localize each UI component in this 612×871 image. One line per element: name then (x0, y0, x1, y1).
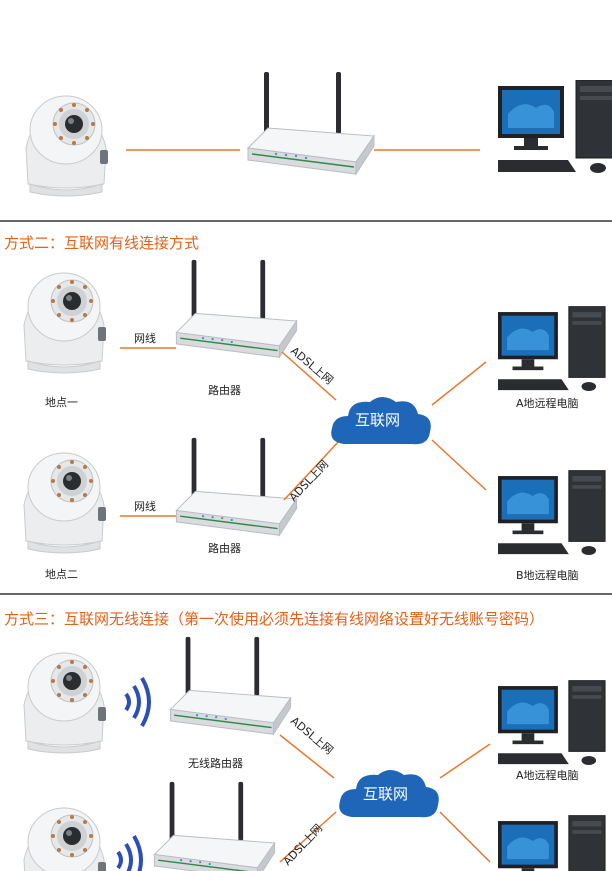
remote-b-label: B地远程电脑 (516, 569, 579, 582)
section-three: 无线路由器 ADSL上网 ADSL上网 互联网 A地远程电脑 (23, 636, 606, 871)
cable-label: 网线 (134, 499, 156, 513)
router-icon (153, 781, 276, 871)
adsl-label: ADSL上网 (281, 822, 325, 868)
camera-icon (25, 95, 109, 197)
wireless-signal-icon (116, 834, 143, 871)
adsl-line (279, 734, 335, 779)
remote-a-label: A地远程电脑 (516, 397, 579, 410)
cable-label: 网线 (134, 331, 156, 345)
site-two-label: 地点二 (45, 568, 78, 581)
section-title: 方式二：互联网有线连接方式 (4, 234, 199, 252)
adsl-label: ADSL上网 (287, 458, 331, 504)
router-icon (247, 71, 375, 175)
adsl-line (281, 351, 337, 401)
site-one-label: 地点一 (45, 396, 78, 409)
remote-a-label: A地远程电脑 (516, 769, 579, 782)
connection-line (431, 361, 487, 406)
connection-line (439, 743, 491, 779)
section-two: 地点一 网线 路由器 地点二 网线 路由器 ADSL上网 ADSL上网 互联网 … (23, 259, 606, 582)
computer-icon (498, 80, 612, 174)
camera-icon (23, 652, 107, 754)
internet-label: 互联网 (355, 411, 400, 429)
camera-icon (23, 272, 107, 374)
camera-icon (23, 807, 107, 871)
router-label: 路由器 (208, 383, 241, 397)
adsl-line (283, 439, 341, 501)
adsl-label: ADSL上网 (288, 344, 336, 387)
camera-icon (23, 452, 107, 554)
section-title: 方式三：互联网无线连接（第一次使用必须先连接有线网络设置好无线账号密码） (4, 610, 544, 628)
router-icon (175, 437, 298, 536)
connection-line (431, 439, 487, 491)
internet-label: 互联网 (363, 785, 408, 803)
router-icon (175, 259, 298, 358)
router-label: 路由器 (208, 541, 241, 555)
wireless-router-label: 无线路由器 (188, 756, 243, 770)
adsl-line (279, 811, 337, 863)
computer-icon (498, 470, 606, 556)
computer-icon (498, 306, 606, 392)
connection-line (439, 811, 491, 863)
adsl-label: ADSL上网 (288, 714, 336, 757)
wireless-signal-icon (124, 676, 151, 728)
section-one (25, 71, 612, 197)
computer-icon (498, 815, 606, 871)
router-icon (169, 636, 292, 735)
computer-icon (498, 680, 606, 766)
